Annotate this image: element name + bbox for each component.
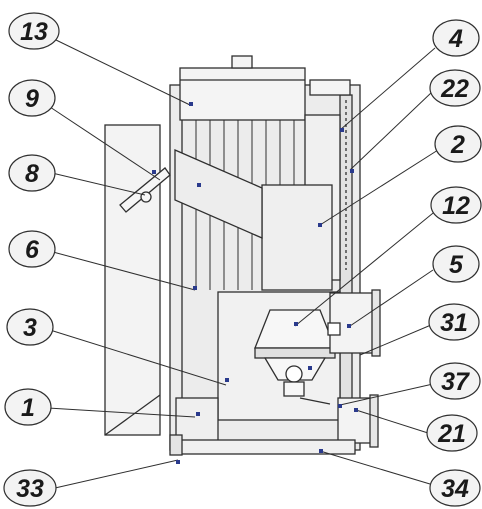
lever-pivot: [140, 191, 152, 203]
label-22: 22: [440, 75, 469, 103]
label-34: 34: [441, 475, 469, 503]
callout-5: 5: [432, 245, 480, 283]
feed-chute: [174, 149, 263, 239]
boiler-drawing: [104, 55, 381, 456]
callout-12: 12: [430, 186, 482, 224]
port-31: [327, 322, 341, 336]
ash-rake: [299, 397, 331, 405]
side-casing-edge: [104, 394, 161, 436]
burner-motor: [283, 381, 305, 397]
leader-lines: [47, 39, 441, 489]
label-21: 21: [437, 420, 466, 448]
callout-33: 33: [3, 469, 57, 507]
callout-31: 31: [428, 303, 480, 341]
label-1: 1: [21, 394, 35, 422]
label-12: 12: [442, 192, 470, 220]
top-right-block: [309, 79, 351, 96]
lower-connection-flange: [369, 394, 379, 448]
callout-2: 2: [434, 125, 482, 163]
callout-6: 6: [8, 230, 56, 268]
callout-1: 1: [4, 388, 52, 426]
leader-markers: [152, 102, 358, 464]
foot-left: [169, 434, 183, 456]
flue-channel: [261, 184, 333, 291]
callout-34: 34: [429, 469, 481, 507]
lower-connection: [337, 397, 374, 444]
callout-3: 3: [6, 308, 54, 346]
callout-4: 4: [432, 19, 480, 57]
base-plate: [179, 439, 356, 455]
top-cover: [179, 67, 306, 121]
fuel-feeder-flange: [371, 289, 381, 357]
label-2: 2: [450, 131, 465, 159]
label-33: 33: [16, 475, 44, 503]
burner-fan: [285, 365, 303, 383]
callout-13: 13: [8, 12, 60, 50]
label-3: 3: [23, 314, 37, 342]
label-6: 6: [25, 236, 40, 264]
callouts: 13 9 8 6 3 1 33 4: [3, 12, 482, 507]
callout-9: 9: [8, 79, 56, 117]
label-4: 4: [448, 25, 463, 53]
chute-lever: [119, 167, 171, 213]
label-8: 8: [25, 160, 39, 188]
callout-22: 22: [429, 69, 481, 107]
top-cover-handle: [231, 55, 253, 69]
label-31: 31: [440, 309, 468, 337]
side-casing: [104, 124, 161, 436]
burner-base: [254, 347, 336, 359]
right-insulation: [339, 94, 353, 441]
label-37: 37: [441, 368, 470, 396]
callout-21: 21: [426, 414, 478, 452]
callout-37: 37: [429, 362, 481, 400]
label-5: 5: [449, 251, 464, 279]
label-9: 9: [25, 85, 39, 113]
callout-8: 8: [8, 154, 56, 192]
label-13: 13: [20, 18, 48, 46]
